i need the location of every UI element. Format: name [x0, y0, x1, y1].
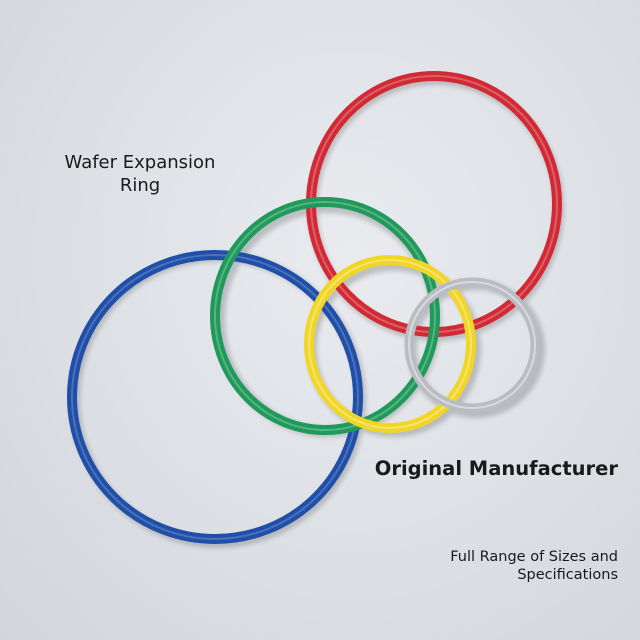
tagline: Original Manufacturer	[374, 457, 618, 480]
blue-ring	[67, 250, 363, 544]
title-line-2: Ring	[119, 174, 161, 196]
title-line-1: Wafer Expansion	[64, 152, 216, 173]
product-title: Wafer Expansion Ring	[40, 152, 240, 197]
specifications-note: Full Range of Sizes and Specifications	[388, 548, 618, 584]
note-line-2: Specifications	[517, 567, 618, 584]
silver-ring	[404, 277, 540, 413]
green-ring	[210, 197, 440, 435]
yellow-ring	[304, 255, 476, 433]
note-line-1: Full Range of Sizes and	[450, 549, 618, 565]
